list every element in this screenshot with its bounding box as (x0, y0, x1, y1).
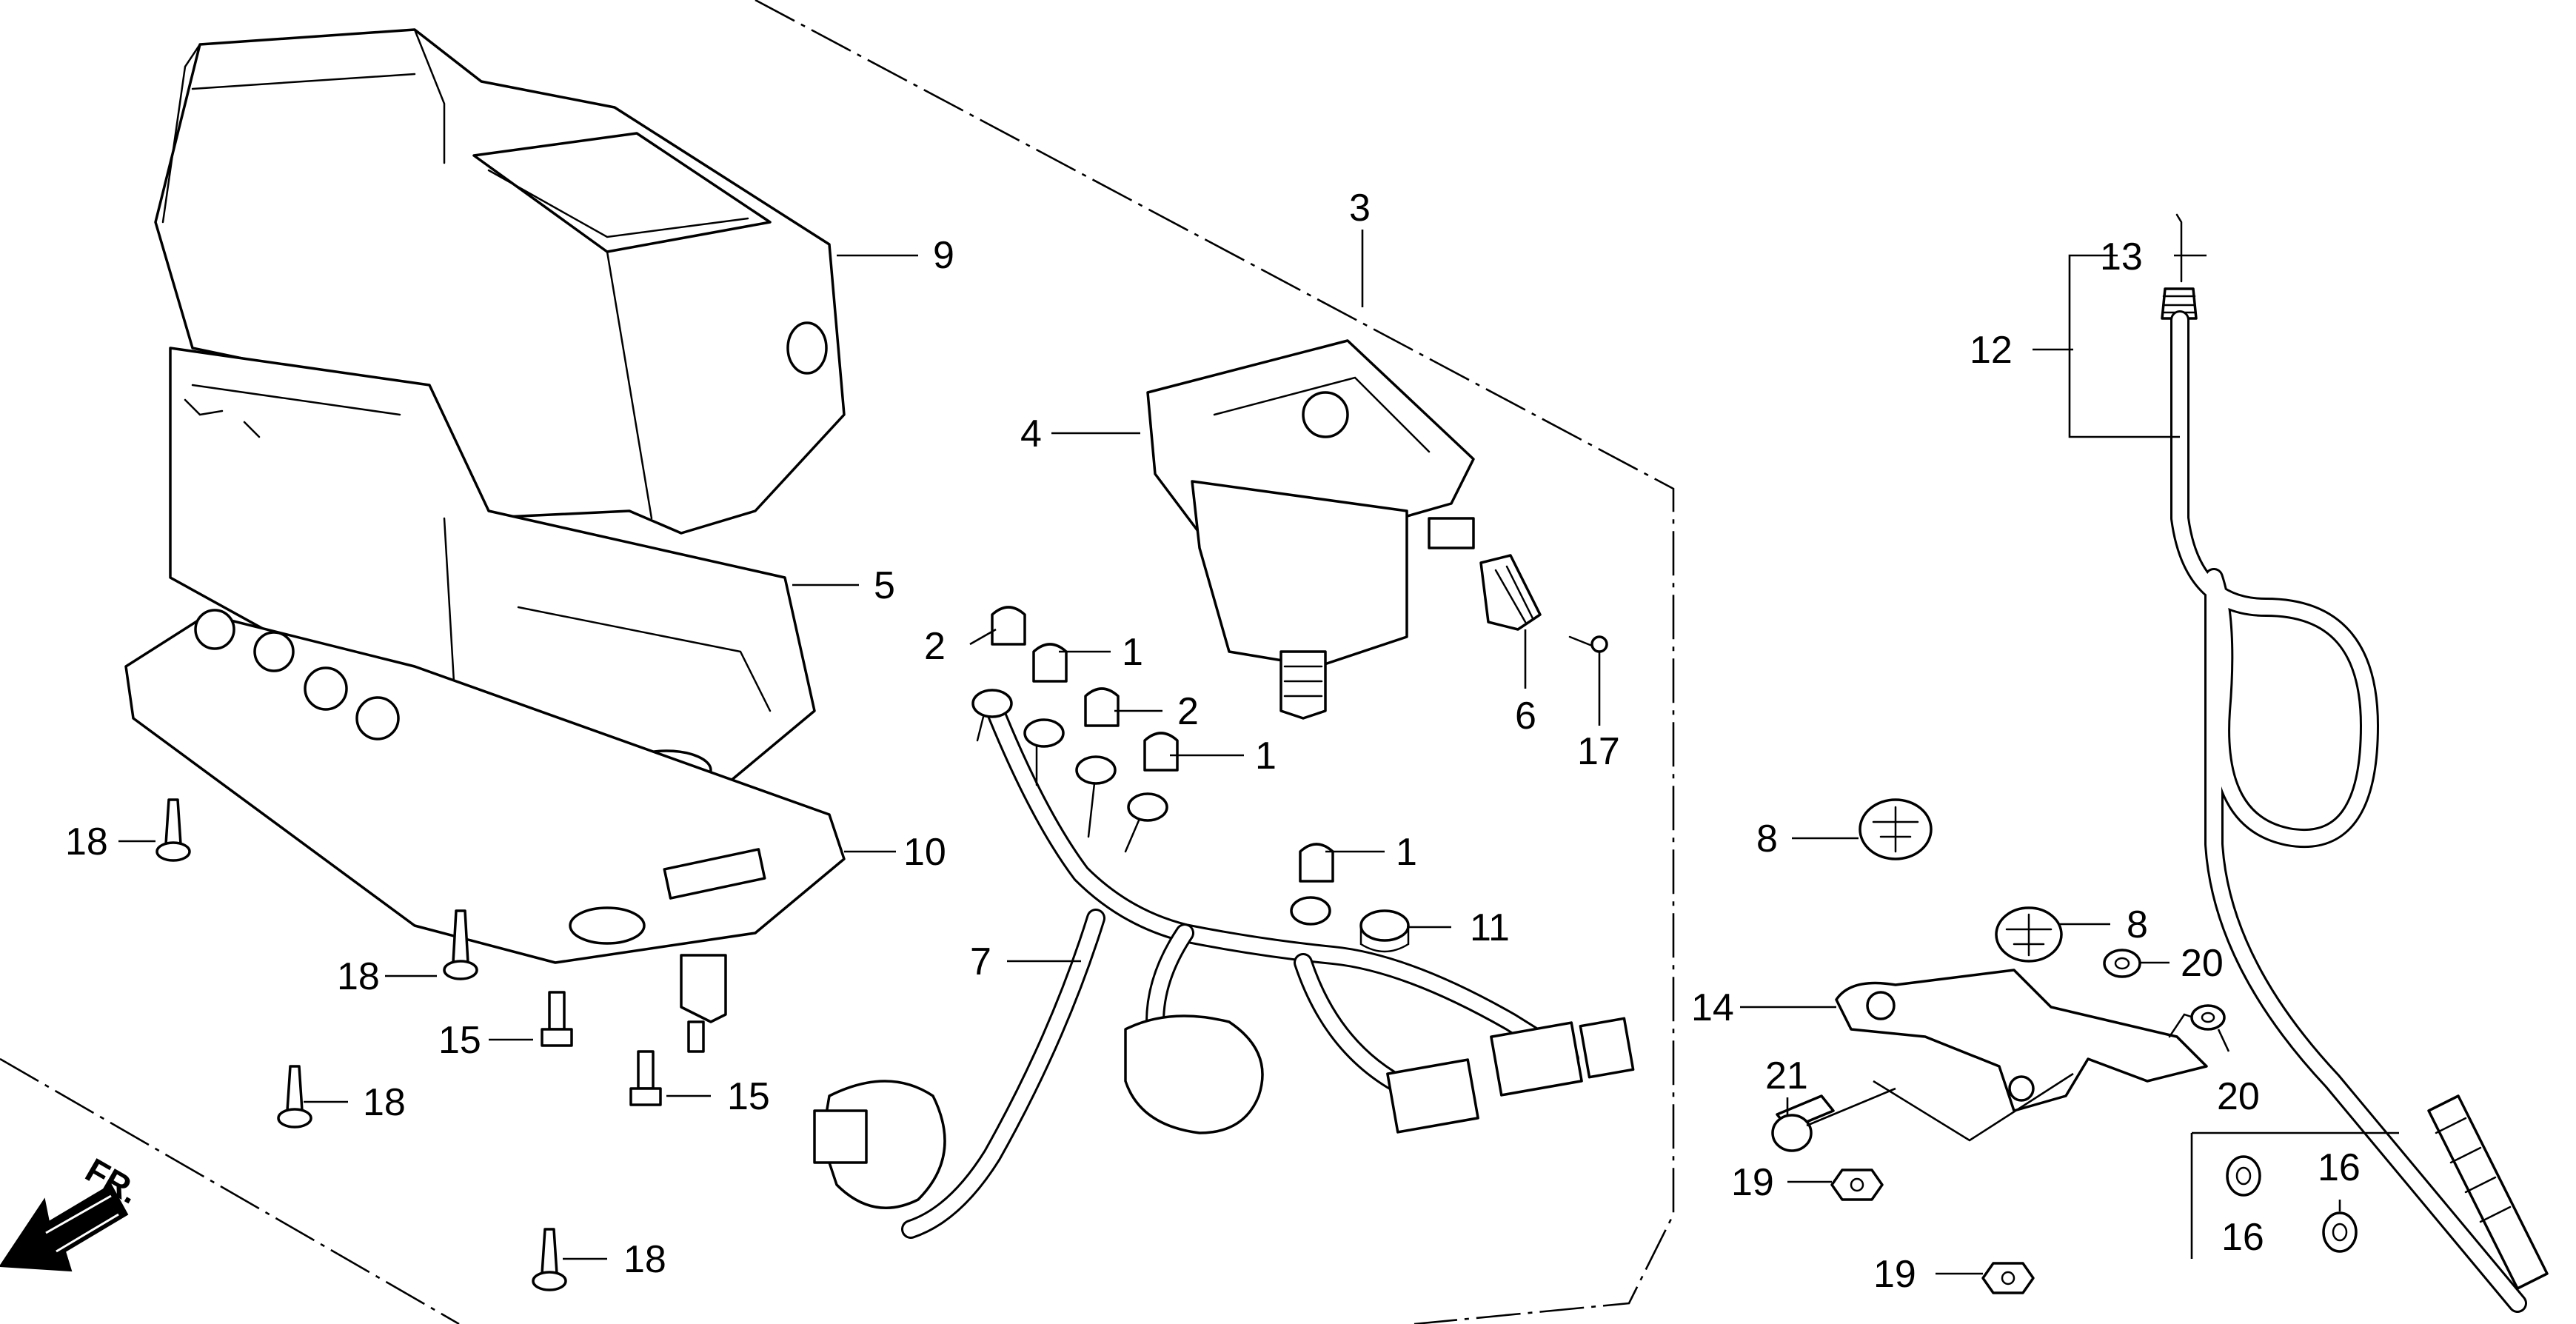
front-direction-arrow: FR. (0, 1151, 146, 1272)
socket-nut[interactable] (1479, 554, 1542, 631)
grommet-11[interactable] (1359, 909, 1410, 953)
callout-1-lower: 1 (1396, 831, 1417, 874)
washer-20-upper[interactable] (2103, 949, 2141, 978)
callout-2-upper: 2 (924, 625, 946, 668)
base-plate[interactable] (124, 609, 846, 1053)
callout-18-lower-left: 18 (363, 1081, 406, 1124)
bulb-2-upper[interactable] (991, 606, 1026, 646)
callout-8-upper: 8 (1756, 818, 1778, 860)
callout-18-bottom: 18 (623, 1238, 666, 1281)
callout-13: 13 (2100, 235, 2143, 278)
washer-20-lower[interactable] (2190, 1004, 2226, 1031)
harness-relay (1124, 1014, 1264, 1134)
callout-7: 7 (970, 940, 991, 983)
callout-11: 11 (1470, 906, 1510, 949)
bolt-15-right[interactable] (629, 1050, 662, 1106)
screw-18-bottom[interactable] (532, 1228, 567, 1291)
speedometer-cable[interactable] (2161, 213, 2549, 1313)
callout-21: 21 (1765, 1054, 1808, 1097)
callout-6: 6 (1515, 695, 1536, 738)
screw-18-lower-left[interactable] (277, 1065, 312, 1129)
callout-18-middle: 18 (337, 955, 380, 998)
callout-14: 14 (1691, 986, 1734, 1029)
wire-harness[interactable] (813, 689, 1635, 1239)
rubber-mount-8-upper[interactable] (1859, 798, 1933, 860)
callout-15-left: 15 (438, 1019, 481, 1062)
callout-20-upper: 20 (2181, 942, 2224, 985)
meter-assembly-boundary (755, 0, 1675, 1324)
callout-12: 12 (1970, 329, 2013, 372)
callout-leaders (118, 230, 2399, 1275)
callout-20-lower: 20 (2217, 1075, 2260, 1118)
callout-17: 17 (1577, 730, 1620, 773)
nut-19-lower[interactable] (1981, 1262, 2035, 1294)
meter-assembly-boundary-left (0, 1057, 460, 1324)
screw-18-upper[interactable] (155, 798, 191, 862)
callout-1-upper: 1 (1122, 631, 1143, 674)
callout-8-lower: 8 (2127, 903, 2148, 946)
bulb-1-lower[interactable] (1299, 843, 1334, 883)
bulb-2-middle[interactable] (1084, 687, 1120, 727)
cover-hole (786, 321, 828, 375)
callout-19-upper: 19 (1731, 1161, 1774, 1204)
callout-1-middle: 1 (1255, 735, 1277, 778)
callout-5: 5 (874, 564, 895, 607)
meter-cover[interactable] (154, 28, 846, 535)
callout-18-upper: 18 (65, 820, 108, 863)
callout-9: 9 (933, 234, 954, 277)
callout-3: 3 (1349, 187, 1371, 230)
collar-16-left[interactable] (2226, 1155, 2261, 1197)
bolt-15-left[interactable] (541, 991, 573, 1047)
bulb-1-middle[interactable] (1143, 732, 1179, 772)
nut-19-upper[interactable] (1830, 1168, 1884, 1201)
rubber-mount-8-lower[interactable] (1995, 906, 2063, 963)
bolt-21[interactable] (1771, 1094, 1835, 1152)
screw-18-middle[interactable] (443, 909, 478, 980)
callout-15-right: 15 (727, 1075, 770, 1118)
callout-19-lower: 19 (1873, 1253, 1916, 1296)
callout-2-middle: 2 (1177, 690, 1199, 733)
bulb-1-upper[interactable] (1032, 643, 1068, 683)
screw-17[interactable] (1568, 635, 1608, 653)
callout-16-left: 16 (2221, 1216, 2264, 1259)
callout-16-right: 16 (2318, 1146, 2361, 1189)
collar-16-right[interactable] (2322, 1211, 2358, 1253)
speedometer-unit[interactable] (1146, 339, 1475, 720)
callout-10: 10 (903, 831, 946, 874)
callout-4: 4 (1020, 412, 1042, 455)
